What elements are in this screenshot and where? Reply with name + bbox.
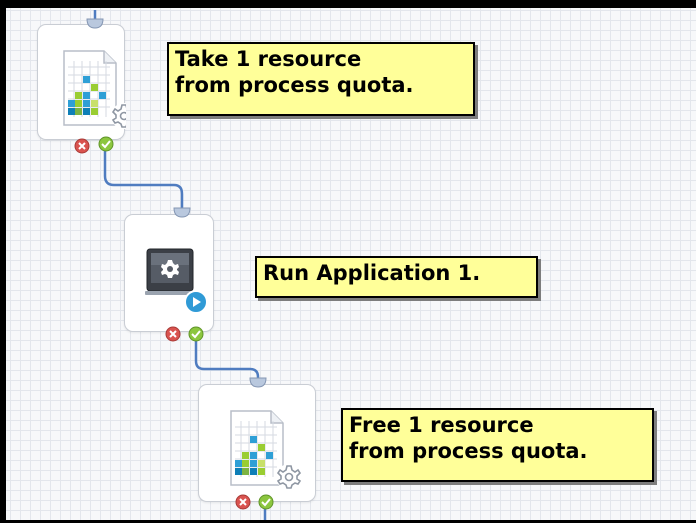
success-port-icon[interactable] (256, 492, 276, 512)
gear-icon (161, 260, 179, 278)
fail-port-icon[interactable] (233, 492, 253, 512)
success-port-icon[interactable] (186, 324, 206, 344)
play-icon (184, 290, 208, 314)
frame-border-top (0, 0, 696, 8)
run-application-icon (145, 248, 208, 314)
quota-resource-icon (230, 410, 302, 490)
input-port-icon[interactable] (85, 17, 105, 31)
fail-port-icon[interactable] (163, 324, 183, 344)
connector-1-to-2 (103, 151, 184, 212)
free-resource-note: Free 1 resource from process quota. (341, 408, 654, 482)
gear-icon (276, 464, 302, 490)
take-resource-node[interactable] (37, 24, 137, 140)
frame-border-bottom (0, 520, 696, 523)
free-resource-node[interactable] (198, 384, 316, 502)
run-application-node[interactable] (124, 214, 214, 332)
input-port-icon[interactable] (248, 376, 268, 390)
success-port-icon[interactable] (96, 134, 116, 154)
take-resource-note: Take 1 resource from process quota. (167, 42, 475, 116)
connector-2-to-3 (194, 341, 260, 384)
frame-border-left (0, 0, 6, 523)
quota-resource-icon (63, 50, 137, 129)
fail-port-icon[interactable] (72, 136, 92, 156)
run-application-note: Run Application 1. (255, 256, 538, 298)
input-port-icon[interactable] (172, 206, 192, 220)
